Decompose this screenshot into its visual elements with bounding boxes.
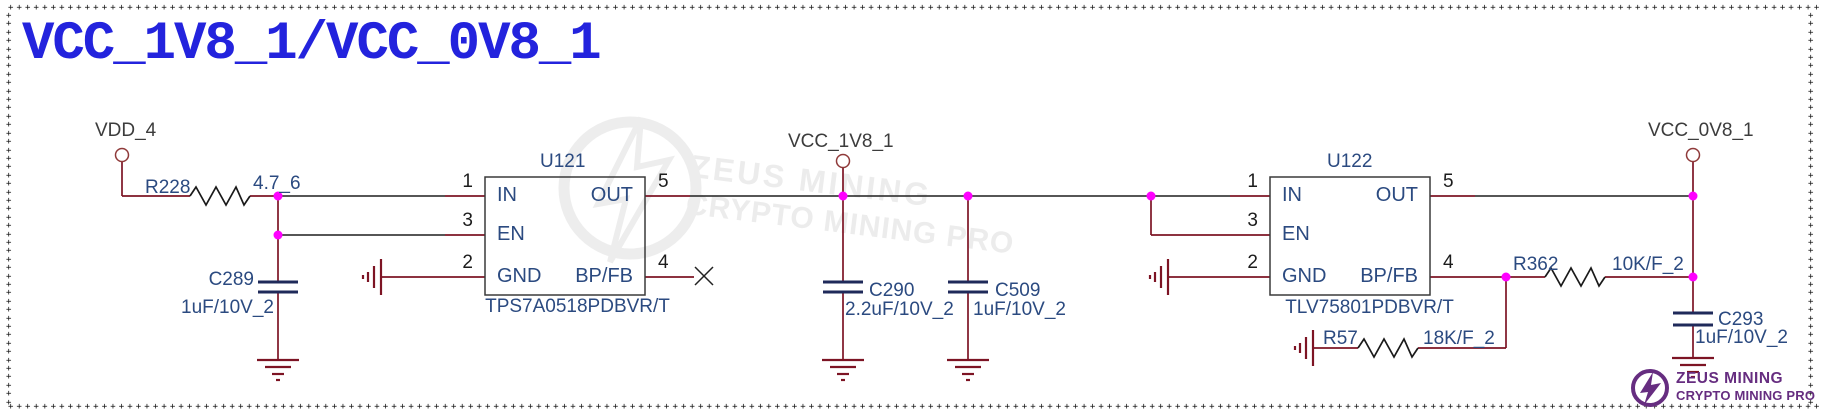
ic-u122-ref: U122 [1327,151,1373,172]
resistor-r228-ref: R228 [145,177,191,198]
ic-u121-body [484,176,646,296]
no-connect-x-icon [694,266,714,286]
ic-u121-part: TPS7A0518PDBVR/T [485,296,670,317]
capacitor-c290-ref: C290 [869,280,915,301]
sheet-border-left: ++++++++++++++++++++++++++++++++++++++++… [6,11,12,408]
u121-pin-out: OUT [590,184,633,206]
capacitor-c289-ref: C289 [208,269,254,290]
sheet-border-top: ++++++++++++++++++++++++++++++++++++++++… [8,3,1822,13]
net-label-vcc0v8: VCC_0V8_1 [1648,120,1754,141]
capacitor-c509-value: 1uF/10V_2 [973,299,1066,320]
capacitor-c289-value: 1uF/10V_2 [181,297,274,318]
u121-pin3-number: 3 [462,210,473,231]
resistor-r362-ref: R362 [1513,254,1559,275]
u121-pin-en: EN [497,223,525,245]
ground-symbol-c289 [257,358,299,382]
u122-pin-in: IN [1282,184,1302,206]
wires-dark [278,195,1693,236]
junction-dots [273,191,1698,282]
capacitor-c293-ref: C293 [1718,309,1764,330]
resistor-r57-symbol [1357,337,1419,359]
u121-pin5-number: 5 [658,171,669,192]
watermark-logo-icon [558,116,702,264]
zeus-logo-icon [1631,369,1669,407]
u122-pin-out: OUT [1375,184,1418,206]
u122-pin-gnd: GND [1282,265,1327,287]
resistor-r228-value: 4.7_6 [253,173,301,194]
ground-symbol-u121-gnd [361,259,383,295]
resistor-r362-symbol [1544,266,1606,288]
ic-u122-part: TLV75801PDBVR/T [1285,297,1454,318]
zeus-logo-line1: ZEUS MINING [1676,370,1784,387]
ground-symbol-c509 [947,358,989,382]
u122-pin2-number: 2 [1247,252,1258,273]
u122-pin-bpfb: BP/FB [1360,265,1418,287]
zeus-logo-line2: CRYPTO MINING PRO [1676,387,1816,403]
u121-pin-gnd: GND [497,265,542,287]
capacitor-c293-value: 1uF/10V_2 [1695,327,1788,348]
capacitor-c290-value: 2.2uF/10V_2 [845,299,954,320]
net-label-vdd4: VDD_4 [95,120,157,141]
sheet-border-bottom: ++++++++++++++++++++++++++++++++++++++++… [8,402,1822,412]
u121-pin-in: IN [497,184,517,206]
u122-pin4-number: 4 [1443,252,1454,273]
resistor-r57-ref: R57 [1323,328,1358,349]
resistor-r362-value: 10K/F_2 [1612,254,1684,275]
u121-pin4-number: 4 [658,252,669,273]
port-vdd4-circle [114,147,130,163]
resistor-r228-symbol [189,185,251,207]
page-title: VCC_1V8_1/VCC_0V8_1 [22,14,602,75]
sheet-border-right: ++++++++++++++++++++++++++++++++++++++++… [1808,11,1814,408]
u122-pin5-number: 5 [1443,171,1454,192]
resistor-r57-value: 18K/F_2 [1423,328,1495,349]
ground-symbol-u122-gnd [1148,259,1170,295]
ground-symbol-c293 [1672,356,1714,379]
u122-pin1-number: 1 [1247,171,1258,192]
capacitor-symbols [258,280,1713,327]
port-vcc1v8-circle [835,153,851,169]
ic-u122-body [1269,176,1431,296]
u122-pin3-number: 3 [1247,210,1258,231]
u122-pin-en: EN [1282,223,1310,245]
net-label-vcc1v8: VCC_1V8_1 [788,131,894,152]
ground-symbol-r57 [1293,330,1315,366]
port-vcc0v8-circle [1685,147,1701,163]
u121-pin1-number: 1 [462,171,473,192]
ic-u121-ref: U121 [540,151,586,172]
u121-pin2-number: 2 [462,252,473,273]
u121-pin-bpfb: BP/FB [575,265,633,287]
zeus-logo-text: ZEUS MINING CRYPTO MINING PRO [1676,371,1815,402]
ground-symbol-c290 [822,358,864,382]
capacitor-c509-ref: C509 [995,280,1041,301]
